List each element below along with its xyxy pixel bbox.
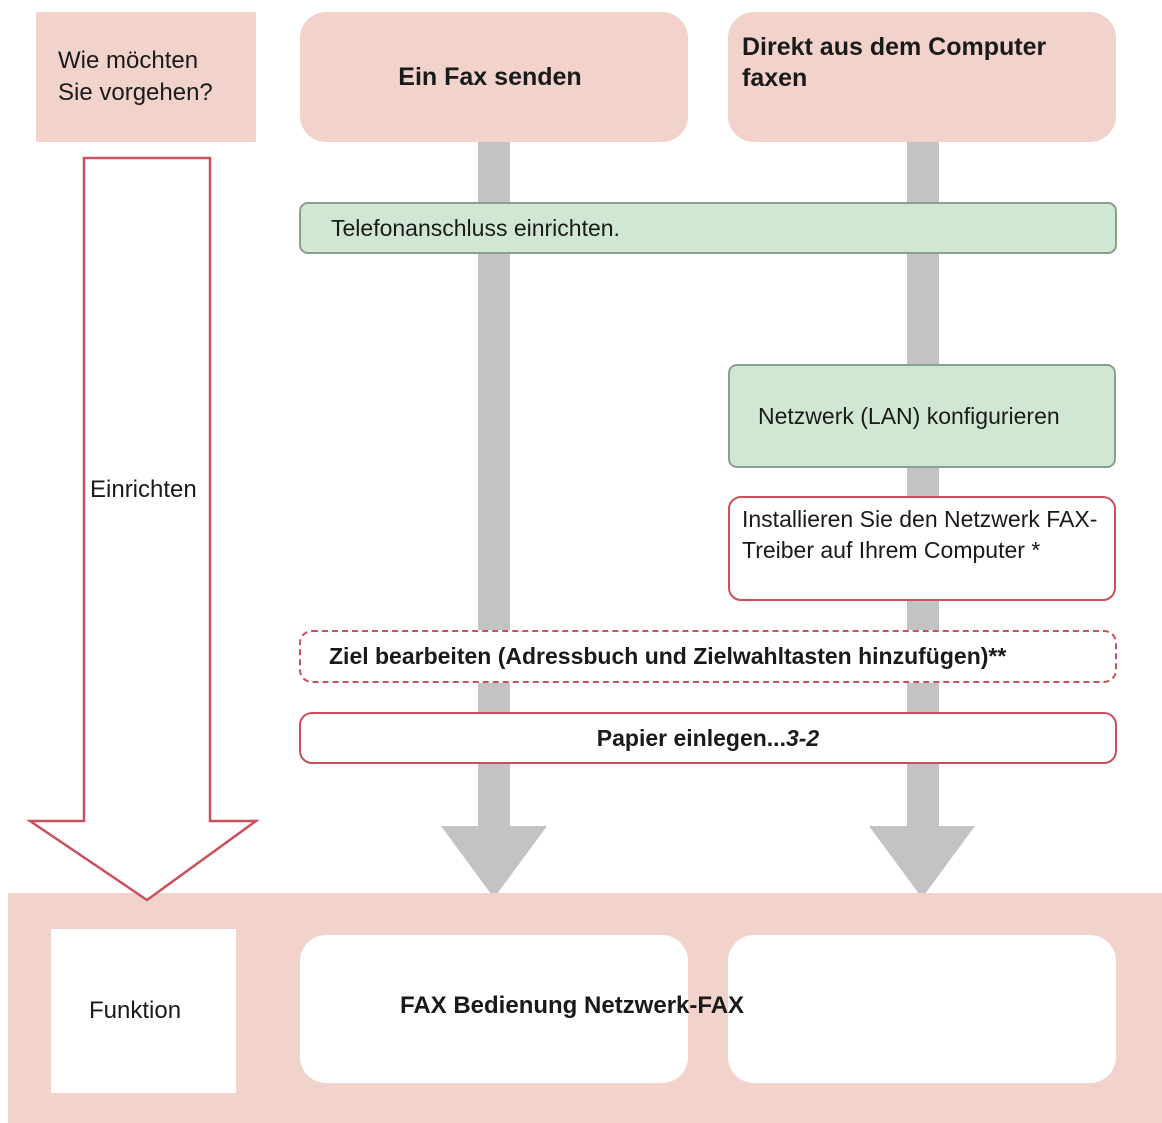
flow-arrow-pc-head: [869, 826, 975, 898]
step-install-driver: Installieren Sie den Netzwerk FAX-Treibe…: [728, 496, 1116, 601]
function-label: Funktion: [89, 997, 182, 1024]
header-pc-fax-label: Direkt aus dem Computer faxen: [742, 33, 1047, 92]
step-edit-destination: Ziel bearbeiten (Adressbuch und Zielwahl…: [299, 630, 1117, 683]
question-label: Wie möchten Sie vorgehen?: [58, 47, 213, 106]
step-load-paper-page-ref[interactable]: 3-2: [785, 724, 820, 751]
function-label-box: Funktion: [51, 929, 236, 1093]
step-network-lan: Netzwerk (LAN) konfigurieren: [728, 364, 1116, 468]
step-phone-line: Telefonanschluss einrichten.: [299, 202, 1117, 254]
result-label: FAX Bedienung Netzwerk-FAX: [400, 992, 745, 1019]
header-pc-fax: Direkt aus dem Computer faxen: [728, 12, 1116, 142]
step-edit-destination-label: Ziel bearbeiten (Adressbuch und Zielwahl…: [329, 643, 1007, 669]
question-box: Wie möchten Sie vorgehen?: [36, 12, 256, 142]
result-box-fax: [300, 935, 688, 1083]
setup-phase-label: Einrichten: [89, 476, 198, 504]
header-fax-send: Ein Fax senden: [300, 12, 688, 142]
step-load-paper[interactable]: Papier einlegen...3-2: [299, 712, 1117, 764]
step-phone-line-label: Telefonanschluss einrichten.: [331, 214, 620, 241]
step-network-lan-label: Netzwerk (LAN) konfigurieren: [758, 402, 1060, 429]
step-load-paper-label: Papier einlegen...: [596, 724, 786, 751]
header-fax-send-label: Ein Fax senden: [398, 62, 582, 91]
step-install-driver-label: Installieren Sie den Netzwerk FAX-Treibe…: [742, 506, 1098, 563]
flow-arrow-fax-head: [441, 826, 547, 898]
result-box-pc: [728, 935, 1116, 1083]
